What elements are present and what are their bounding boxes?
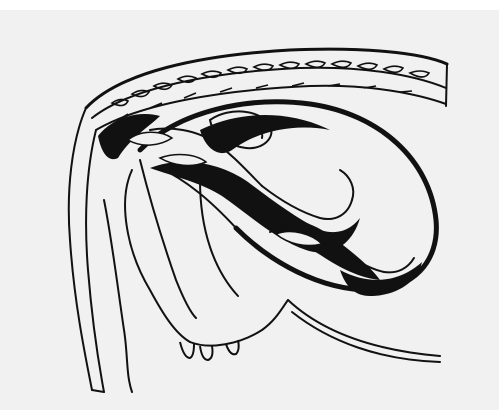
bottom-margin <box>0 410 499 420</box>
top-margin <box>0 0 499 10</box>
